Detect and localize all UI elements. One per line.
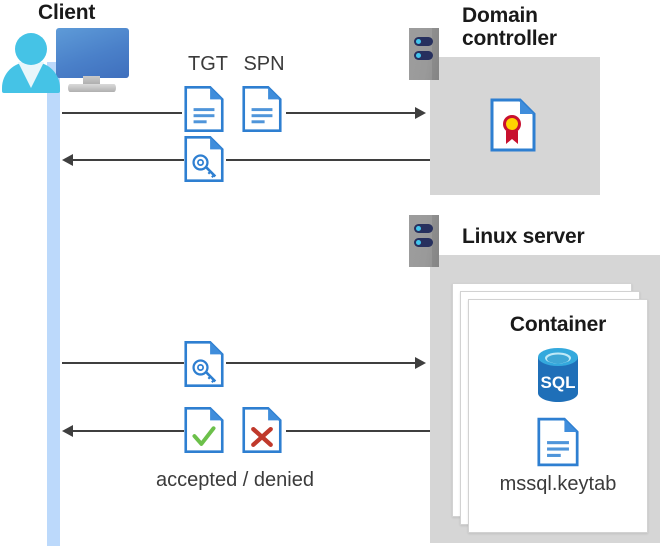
- key-document-icon-1: [184, 135, 224, 183]
- message-3-arrowhead: [415, 357, 426, 369]
- tgt-document-icon: [184, 85, 224, 133]
- monitor-screen-icon: [56, 28, 129, 78]
- keytab-document-icon: [537, 417, 579, 467]
- message-3-line-left: [62, 362, 184, 364]
- container-card-front[interactable]: Container SQL mssql.keytab: [468, 299, 648, 533]
- message-4-line-left: [73, 430, 184, 432]
- domain-controller-label-line1: Domain: [462, 4, 538, 27]
- linux-server-server-rack-icon: [409, 215, 439, 267]
- person-head-icon: [15, 33, 47, 65]
- person-collar-icon: [18, 62, 44, 88]
- monitor-neck-icon: [83, 76, 100, 87]
- message-2-arrowhead: [62, 154, 73, 166]
- message-3-line-right: [226, 362, 417, 364]
- tgt-label: TGT: [188, 53, 228, 75]
- domain-controller-label-line2: controller: [462, 27, 557, 50]
- accepted-denied-caption: accepted / denied: [156, 469, 314, 491]
- client-lifeline: [47, 62, 60, 546]
- message-1-arrowhead: [415, 107, 426, 119]
- certificate-document-icon: [490, 98, 536, 152]
- client-label: Client: [38, 1, 96, 24]
- accepted-document-icon: [184, 406, 224, 454]
- spn-document-icon: [242, 85, 282, 133]
- domain-controller-server-rack-icon: [409, 28, 439, 80]
- container-label: Container: [509, 313, 607, 336]
- message-1-line-left: [62, 112, 182, 114]
- message-1-line-right: [286, 112, 417, 114]
- message-2-line-right: [226, 159, 430, 161]
- key-document-icon-2: [184, 340, 224, 388]
- message-4-arrowhead: [62, 425, 73, 437]
- spn-label: SPN: [243, 53, 285, 75]
- client-node: Client: [0, 0, 145, 100]
- denied-document-icon: [242, 406, 282, 454]
- message-2-line-left: [73, 159, 184, 161]
- keytab-filename-label: mssql.keytab: [499, 473, 617, 495]
- svg-text:SQL: SQL: [541, 373, 576, 392]
- message-4-line-right: [286, 430, 430, 432]
- linux-server-label: Linux server: [462, 225, 585, 248]
- sql-database-icon: SQL: [533, 346, 583, 404]
- monitor-base-icon: [68, 84, 116, 92]
